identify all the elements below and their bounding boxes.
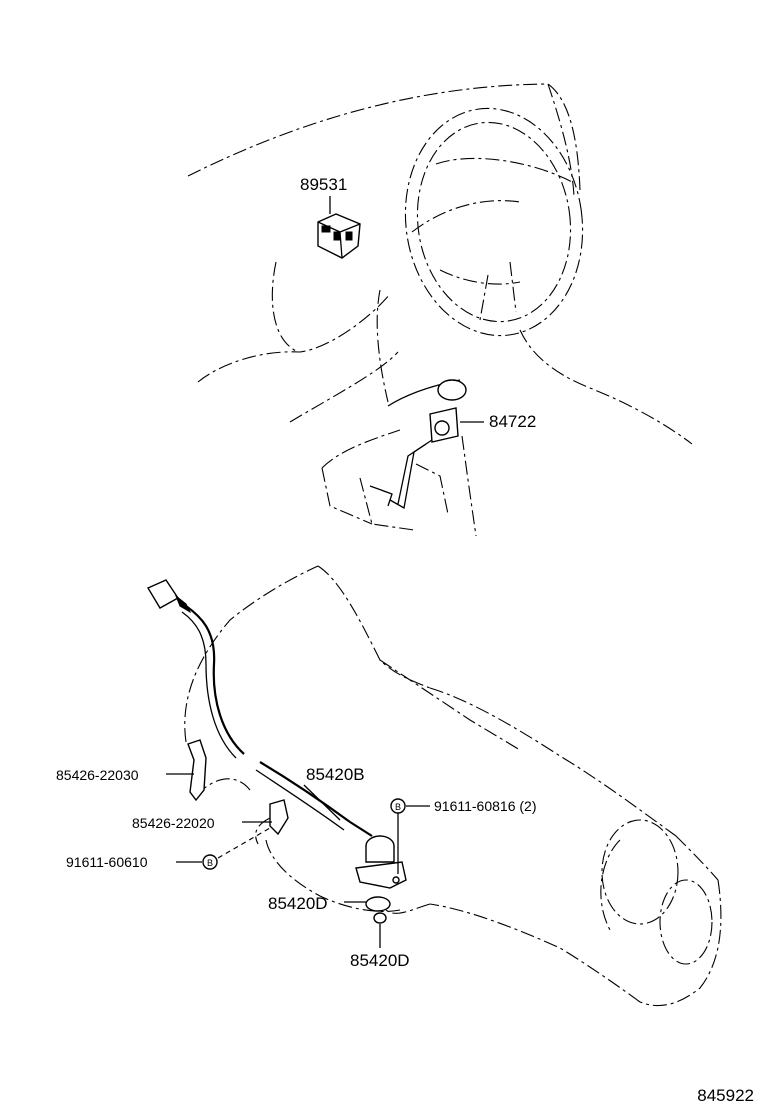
cursor-control-part [317,196,361,259]
speedometer-cable [146,579,373,837]
callout-gasket-1: 85420D [268,894,328,913]
cruise-switch-area [321,379,484,537]
bolt-marker-symbol: B [207,858,213,868]
callout-clamp-lower: 85426-22020 [132,815,215,831]
gasket-parts [344,896,391,948]
steering-wheel-outline [404,107,584,337]
bolt-marker-symbol: B [395,802,401,812]
clamp-upper-part [166,739,207,802]
callout-wire-assembly: 85420B [306,765,365,784]
callout-clamp-upper: 85426-22030 [56,767,139,783]
bolt-marker-right: B [390,798,430,814]
clamp-lower-part [242,799,289,836]
figure-id: 845922 [697,1086,754,1105]
callout-gasket-2: 85420D [350,951,410,970]
callout-cruise-switch: 84722 [489,412,536,431]
callout-bolt-bracket: 91611-60816 (2) [434,798,536,814]
bolt-marker-left: B [176,827,271,870]
dashboard-outline [187,83,693,445]
transmission-outline [184,565,722,1007]
callout-cursor-control: 89531 [300,175,347,194]
callout-bolt-clamp: 91611-60610 [66,854,148,870]
sensor-bracket-part [355,812,407,889]
wire-leader-line [303,784,341,821]
